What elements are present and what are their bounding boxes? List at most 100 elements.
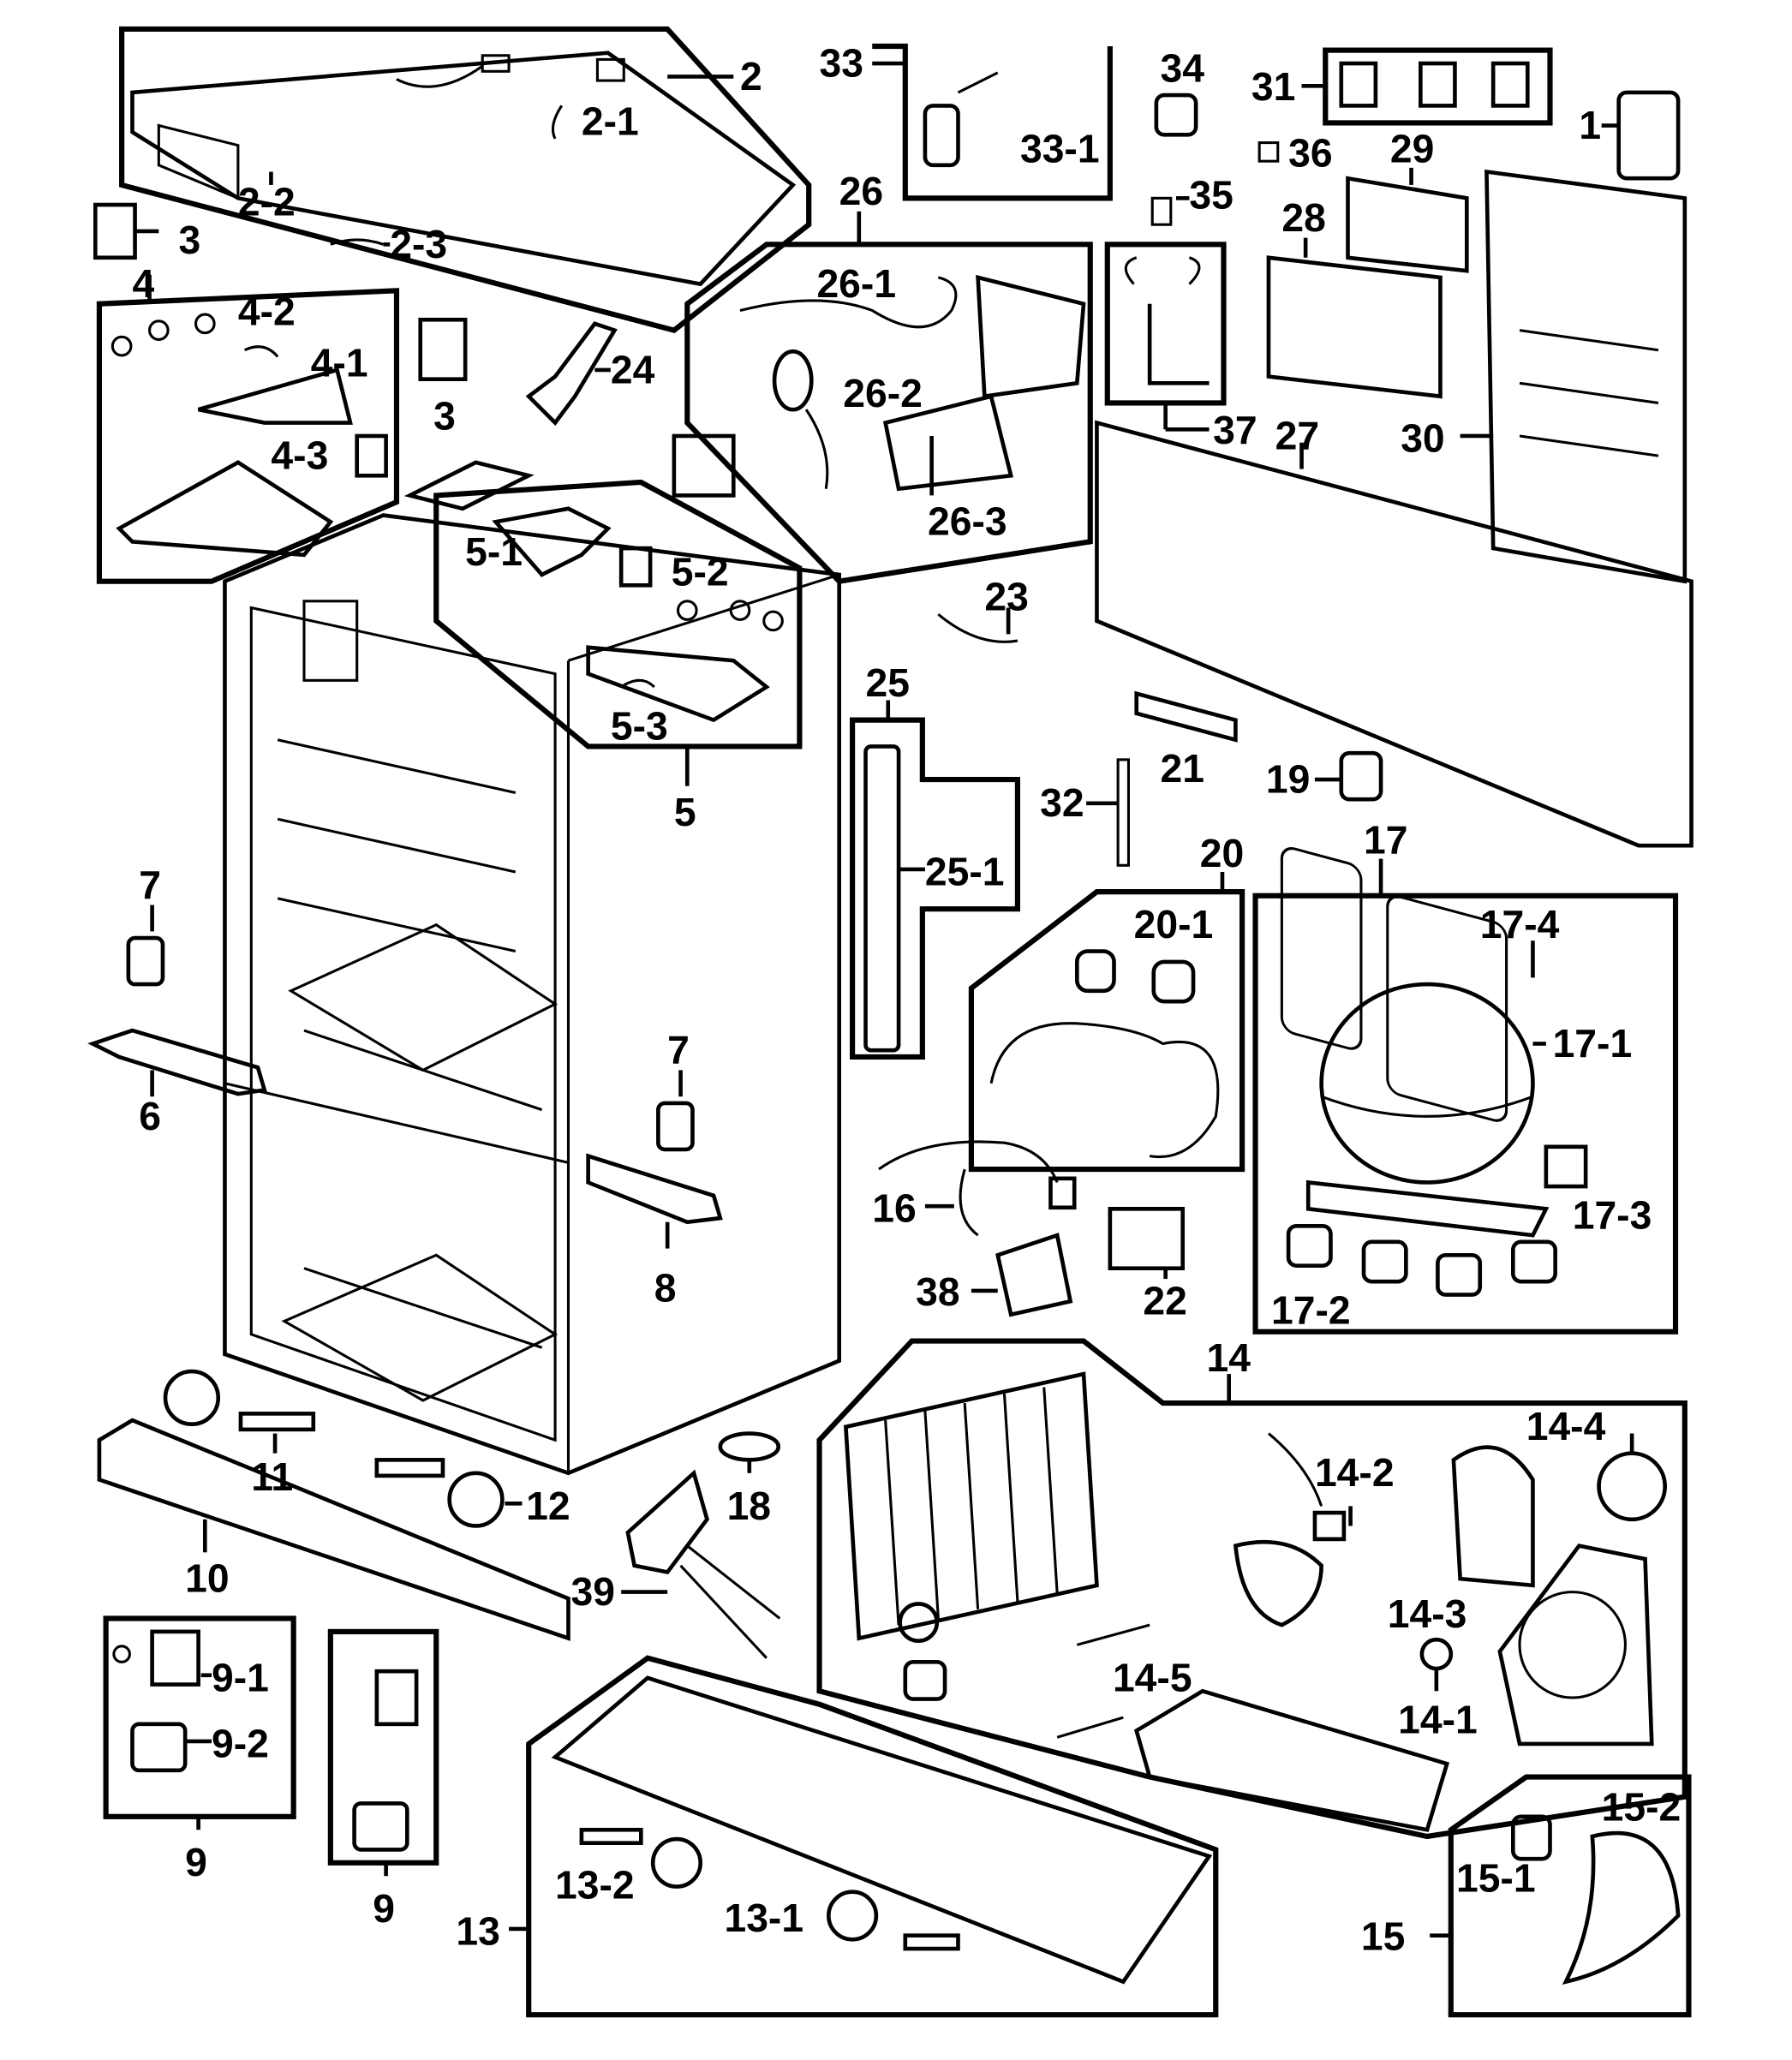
axle-13b bbox=[903, 1933, 960, 1951]
label-26-2: 26-2 bbox=[843, 371, 923, 415]
grommet-20a bbox=[1074, 949, 1116, 994]
pad-3-left bbox=[93, 202, 137, 260]
evaporator-14 bbox=[843, 1371, 1099, 1641]
part-28: 28 bbox=[1266, 195, 1443, 399]
part-9-left: 9-1 9-2 9 bbox=[103, 1615, 296, 1884]
label-7-right: 7 bbox=[667, 1028, 690, 1072]
bottom-floor bbox=[281, 1253, 559, 1402]
label-11: 11 bbox=[251, 1454, 293, 1499]
part-21: 21 bbox=[1134, 690, 1238, 791]
part-30: 30 bbox=[1401, 169, 1687, 584]
part-37: 37 bbox=[1104, 242, 1257, 452]
label-5-3: 5-3 bbox=[611, 704, 668, 749]
grommet-17-2d bbox=[1510, 1239, 1557, 1284]
part-22: 22 bbox=[1108, 1206, 1187, 1323]
mid-floor bbox=[288, 923, 559, 1072]
part-26-group: 26 26-1 26-2 26-3 bbox=[684, 169, 1093, 584]
label-9-1: 9-1 bbox=[212, 1655, 269, 1699]
part-4-group: 4 4-2 4-1 4-3 bbox=[96, 261, 400, 584]
grommet-19 bbox=[1339, 750, 1383, 802]
label-10: 10 bbox=[185, 1556, 229, 1601]
label-13-1: 13-1 bbox=[724, 1896, 803, 1940]
cap-7-left bbox=[126, 935, 165, 987]
pcb-28 bbox=[1266, 255, 1443, 399]
part-2-group: 2 2-1 2-2 2-3 bbox=[119, 26, 812, 333]
label-4-3: 4-3 bbox=[271, 433, 328, 478]
fitting-34 bbox=[1154, 93, 1198, 137]
part-17-group: 17 17-4 17-1 17-3 17-2 bbox=[1252, 817, 1679, 1335]
roller-12 bbox=[447, 1471, 505, 1528]
screw-4a bbox=[111, 335, 133, 357]
label-7-left: 7 bbox=[139, 863, 161, 907]
label-6: 6 bbox=[139, 1094, 161, 1138]
label-1: 1 bbox=[1579, 103, 1601, 147]
part-38: 38 bbox=[916, 1233, 1073, 1317]
label-20: 20 bbox=[1200, 831, 1244, 875]
label-14-3: 14-3 bbox=[1388, 1591, 1467, 1636]
hinge-bracket-4 bbox=[116, 460, 334, 558]
part-9-right-box bbox=[327, 1628, 439, 1866]
roller-13-1 bbox=[827, 1890, 879, 1942]
pcb-29 bbox=[1346, 176, 1469, 273]
label-16: 16 bbox=[872, 1186, 916, 1231]
label-17: 17 bbox=[1364, 817, 1407, 862]
part-24: 24 bbox=[525, 321, 655, 427]
label-8: 8 bbox=[654, 1265, 677, 1310]
hinge-bracket-6 bbox=[87, 1028, 267, 1096]
part-5-group: 5 5-1 5-2 5-3 bbox=[433, 479, 803, 834]
part-13-group: 13 13-2 13-1 bbox=[456, 1655, 1219, 2018]
part-23: 23 bbox=[937, 575, 1029, 643]
part-32: 32 bbox=[1040, 758, 1131, 867]
clip-36 bbox=[1257, 141, 1280, 163]
leveler-9-right bbox=[352, 1801, 409, 1852]
top-cover-part bbox=[130, 51, 797, 287]
base-grille-10 bbox=[97, 1418, 570, 1641]
connector-2-1a bbox=[481, 54, 511, 73]
label-34: 34 bbox=[1160, 46, 1204, 91]
label-15-1: 15-1 bbox=[1456, 1856, 1536, 1901]
evaporator-fins bbox=[884, 1387, 1059, 1626]
label-21: 21 bbox=[1160, 746, 1204, 791]
part-3-left: 3 bbox=[93, 202, 200, 262]
clip-2-3 bbox=[330, 238, 385, 246]
base-plate-17 bbox=[1305, 1179, 1550, 1238]
wire-23 bbox=[937, 613, 1018, 643]
top-vent bbox=[302, 600, 359, 682]
part-10: 10 bbox=[97, 1418, 570, 1641]
fan-blade-15-2 bbox=[1562, 1830, 1681, 1985]
label-39: 39 bbox=[571, 1569, 615, 1614]
thermostat-14 bbox=[1233, 1539, 1323, 1627]
hinge-4-1 bbox=[197, 367, 353, 425]
grommet-17-2b bbox=[1361, 1239, 1408, 1284]
clip-4-2 bbox=[243, 345, 279, 358]
pad-31b bbox=[1419, 61, 1457, 108]
part-4-outline bbox=[96, 288, 400, 584]
brackets-14-5 bbox=[1056, 1623, 1150, 1739]
wire-harness-2-1a bbox=[396, 64, 484, 88]
label-36: 36 bbox=[1288, 130, 1332, 175]
part-25-outline bbox=[850, 717, 1020, 1060]
label-31: 31 bbox=[1251, 64, 1295, 109]
label-22: 22 bbox=[1143, 1279, 1186, 1323]
part-31: 31 bbox=[1251, 47, 1553, 126]
caution-plate-30 bbox=[1484, 169, 1687, 584]
label-37: 37 bbox=[1213, 408, 1257, 452]
label-26-1: 26-1 bbox=[816, 261, 896, 306]
part-7-right: 7 bbox=[656, 1028, 695, 1152]
part-20-outline bbox=[968, 889, 1245, 1173]
label-14: 14 bbox=[1206, 1335, 1251, 1380]
part-34: 34 bbox=[1154, 46, 1204, 137]
label-3-middle: 3 bbox=[433, 393, 456, 438]
label-15: 15 bbox=[1361, 1914, 1405, 1959]
label-17-4: 17-4 bbox=[1480, 902, 1560, 946]
label-15-2: 15-2 bbox=[1602, 1784, 1681, 1829]
part-9-left-box bbox=[103, 1615, 296, 1819]
label-9-right: 9 bbox=[373, 1886, 395, 1931]
loop-pipe-20 bbox=[989, 1022, 1220, 1159]
bracket-9-1 bbox=[150, 1629, 200, 1687]
cap-7-right bbox=[656, 1101, 695, 1152]
heater-21 bbox=[1134, 690, 1238, 743]
part-16: 16 bbox=[872, 1140, 1077, 1237]
label-13-2: 13-2 bbox=[555, 1862, 635, 1907]
